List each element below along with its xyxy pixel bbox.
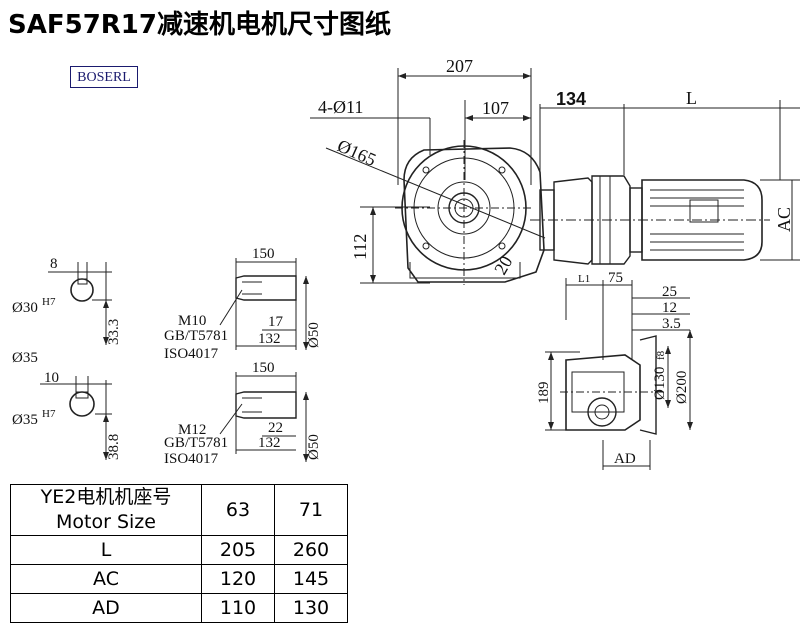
bolt-m10-dim-17: 17 — [268, 314, 284, 330]
bolt-m12-dim-50: Ø50 — [306, 434, 322, 460]
motor-size-table: YE2电机机座号 Motor Size 63 71 L 205 260 AC 1… — [10, 484, 348, 623]
row-value: 130 — [274, 593, 348, 623]
shaft35-tolerance: H7 — [42, 408, 56, 420]
header-cn: YE2电机机座号 — [40, 486, 172, 508]
bolt-m12-dim-150: 150 — [252, 360, 275, 376]
dim-200: Ø200 — [674, 371, 690, 404]
dim-25: 25 — [662, 284, 677, 300]
row-label: AD — [10, 593, 202, 623]
shaft30-dim-33-3: 33.3 — [106, 319, 122, 345]
dim-165: Ø165 — [334, 135, 379, 170]
row-value: 120 — [201, 564, 275, 594]
size-71: 71 — [274, 484, 348, 536]
dim-3-5: 3.5 — [662, 316, 681, 332]
dim-189: 189 — [536, 382, 552, 405]
dim-12: 12 — [662, 300, 677, 316]
row-value: 145 — [274, 564, 348, 594]
shaft35-dim-38-8: 38.8 — [106, 434, 122, 460]
dim-112: 112 — [350, 234, 370, 260]
bolt-m10-dim-50: Ø50 — [306, 322, 322, 348]
bolt-m12-dim-22: 22 — [268, 420, 283, 436]
row-value: 205 — [201, 535, 275, 565]
bolt-m10-standard-gb: GB/T5781 — [164, 328, 228, 344]
table-row: L 205 260 — [10, 535, 348, 565]
shaft35-dim-10: 10 — [44, 370, 59, 386]
dim-ad: AD — [614, 451, 636, 467]
bolt-m10-thread: M10 — [178, 313, 206, 329]
row-value: 260 — [274, 535, 348, 565]
shaft35-diameter: Ø35 — [12, 412, 38, 428]
row-value: 110 — [201, 593, 275, 623]
dim-134: 134 — [556, 89, 586, 109]
dim-75: 75 — [608, 270, 623, 286]
dim-207: 207 — [446, 56, 473, 76]
dim-4-holes: 4-Ø11 — [318, 97, 363, 117]
size-63: 63 — [201, 484, 275, 536]
bolt-m10-standard-iso: ISO4017 — [164, 346, 219, 362]
bolt-m12-thread: M12 — [178, 422, 206, 438]
shaft30-tolerance: H7 — [42, 296, 56, 308]
bolt-m10-dim-132: 132 — [258, 331, 281, 347]
dim-l1: L1 — [578, 273, 590, 285]
page-title: SAF57R17减速机电机尺寸图纸 — [8, 10, 391, 40]
shaft30-diameter: Ø30 — [12, 300, 38, 316]
brand-logo: BOSERL — [70, 66, 138, 88]
table-row: AC 120 145 — [10, 564, 348, 594]
dim-l: L — [686, 88, 697, 108]
header-en: Motor Size — [56, 511, 156, 533]
bolt-m12-standard-iso: ISO4017 — [164, 451, 219, 467]
shaft35-label: Ø35 — [12, 350, 38, 366]
dim-130-tolerance: f8 — [655, 350, 667, 360]
table-header-cell: YE2电机机座号 Motor Size — [10, 484, 202, 536]
table-header-row: YE2电机机座号 Motor Size 63 71 — [10, 484, 348, 536]
bolt-m12-dim-132: 132 — [258, 435, 281, 451]
dim-ac: AC — [774, 207, 794, 232]
row-label: L — [10, 535, 202, 565]
row-label: AC — [10, 564, 202, 594]
table-row: AD 110 130 — [10, 593, 348, 623]
bolt-m10-dim-150: 150 — [252, 246, 275, 262]
bolt-m12-standard-gb: GB/T5781 — [164, 435, 228, 451]
dim-20: 20 — [490, 252, 516, 278]
shaft30-dim-8: 8 — [50, 256, 58, 272]
dim-107: 107 — [482, 98, 509, 118]
dim-130: Ø130 — [652, 367, 668, 400]
